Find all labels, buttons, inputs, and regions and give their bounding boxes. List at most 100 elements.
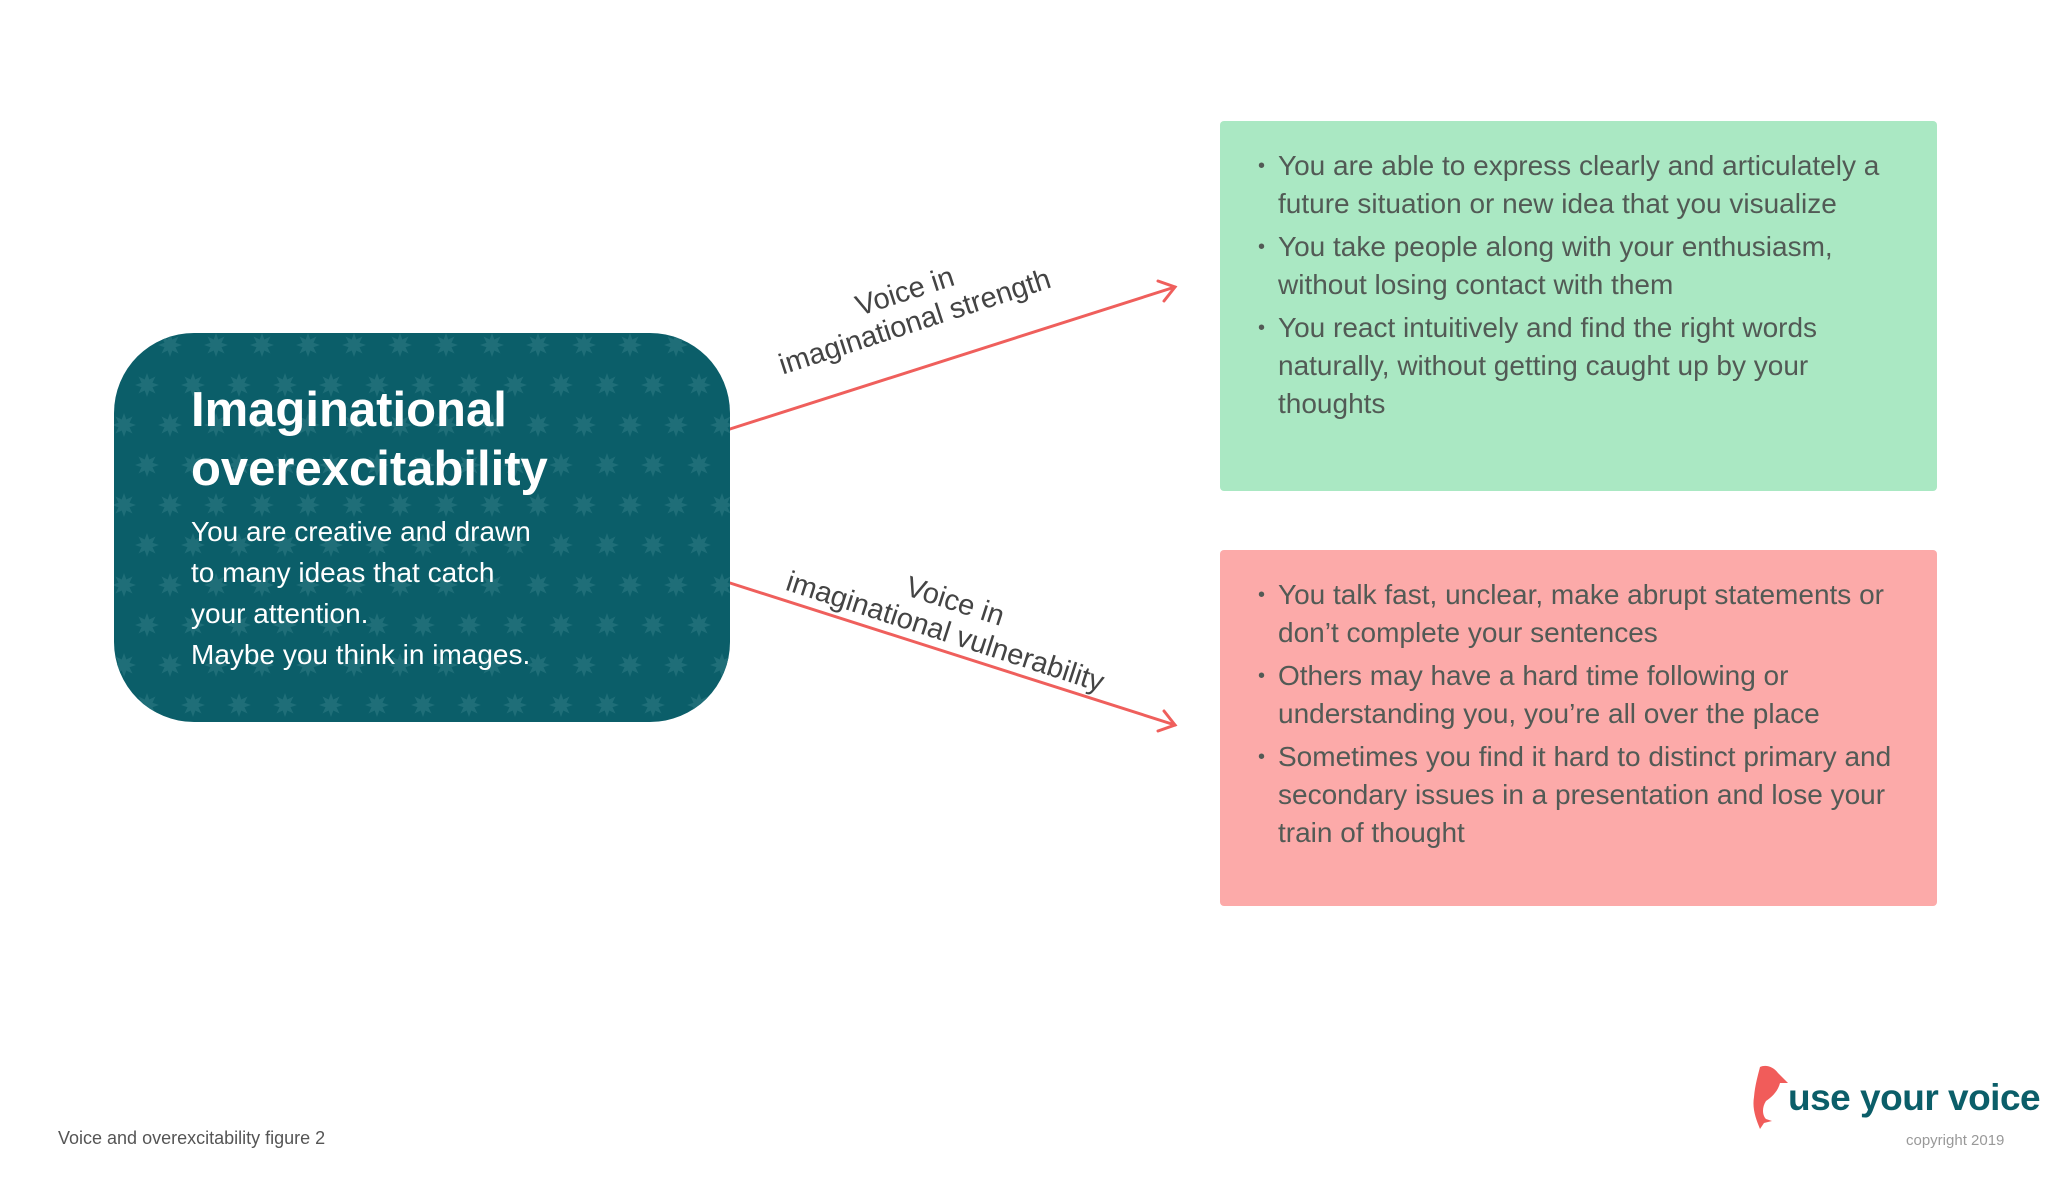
star-shape <box>342 573 366 597</box>
star-shape <box>641 533 665 557</box>
star-shape <box>319 453 343 477</box>
point-text: Others may have a hard time following or… <box>1278 660 1820 729</box>
star-shape <box>457 453 481 477</box>
description-line: You are creative and drawn <box>191 516 531 547</box>
dolphin-icon <box>1753 1065 1788 1129</box>
use-your-voice-logo: use your voice <box>1752 1063 2041 1133</box>
star-shape <box>365 533 389 557</box>
star-shape <box>388 333 412 357</box>
bullet-icon: • <box>1258 236 1266 258</box>
star-shape <box>687 613 711 637</box>
star-shape <box>114 333 136 357</box>
star-shape <box>480 653 504 677</box>
star-shape <box>227 613 251 637</box>
star-shape <box>135 693 159 717</box>
strength-point: •You take people along with your enthusi… <box>1258 228 1907 304</box>
star-shape <box>365 453 389 477</box>
main-description: You are creative and drawn to many ideas… <box>191 511 548 675</box>
strength-arrow <box>728 285 1177 431</box>
star-shape <box>114 493 136 517</box>
star-shape <box>549 693 573 717</box>
star-shape <box>595 613 619 637</box>
star-shape <box>388 573 412 597</box>
strength-card: •You are able to express clearly and art… <box>1220 121 1937 491</box>
star-shape <box>549 373 573 397</box>
star-shape <box>526 333 550 357</box>
vulnerability-point: •You talk fast, unclear, make abrupt sta… <box>1258 576 1907 652</box>
star-pattern <box>114 333 730 717</box>
star-shape <box>158 333 182 357</box>
vulnerability-point: • Others may have a hard time following o… <box>1258 657 1907 733</box>
star-shape <box>181 453 205 477</box>
star-shape <box>480 573 504 597</box>
point-text: You talk fast, unclear, make abrupt stat… <box>1278 579 1884 648</box>
star-shape <box>227 533 251 557</box>
star-shape <box>457 373 481 397</box>
star-shape <box>618 493 642 517</box>
star-shape <box>158 573 182 597</box>
star-shape <box>181 533 205 557</box>
star-shape <box>572 413 596 437</box>
bullet-icon: • <box>1258 317 1266 339</box>
star-shape <box>296 493 320 517</box>
star-shape <box>641 693 665 717</box>
star-shape <box>687 373 711 397</box>
point-text: Sometimes you find it hard to distinct p… <box>1278 741 1892 848</box>
star-shape <box>158 413 182 437</box>
star-shape <box>687 533 711 557</box>
star-shape <box>480 493 504 517</box>
star-shape <box>227 453 251 477</box>
star-shape <box>273 533 297 557</box>
star-shape <box>618 413 642 437</box>
bullet-icon: • <box>1258 665 1266 687</box>
title-line: Imaginational <box>191 383 507 437</box>
star-shape <box>365 613 389 637</box>
star-shape <box>250 573 274 597</box>
star-shape <box>595 533 619 557</box>
star-shape <box>572 653 596 677</box>
bullet-icon: • <box>1258 746 1266 768</box>
star-shape <box>227 373 251 397</box>
star-shape <box>503 453 527 477</box>
star-shape <box>342 333 366 357</box>
vulnerability-card: • You talk fast, unclear, make abrupt sta… <box>1220 550 1937 906</box>
star-shape <box>114 653 136 677</box>
star-shape <box>135 373 159 397</box>
star-shape <box>457 533 481 557</box>
star-shape <box>434 573 458 597</box>
star-shape <box>503 533 527 557</box>
star-shape <box>480 333 504 357</box>
star-shape <box>204 413 228 437</box>
star-shape <box>434 333 458 357</box>
star-shape <box>549 453 573 477</box>
star-shape <box>204 493 228 517</box>
star-shape <box>710 573 730 597</box>
star-shape <box>204 333 228 357</box>
star-shape <box>572 333 596 357</box>
star-shape <box>664 493 688 517</box>
star-shape <box>526 573 550 597</box>
point-text: You react intuitively and find the right… <box>1278 312 1818 419</box>
star-shape <box>273 453 297 477</box>
star-shape <box>114 573 136 597</box>
star-shape <box>595 373 619 397</box>
star-shape <box>434 413 458 437</box>
star-shape <box>388 653 412 677</box>
star-shape <box>664 573 688 597</box>
description-line: to many ideas that catch <box>191 557 495 588</box>
title-line: overexcitability <box>191 442 548 496</box>
star-shape <box>480 413 504 437</box>
star-shape <box>595 693 619 717</box>
star-shape <box>319 693 343 717</box>
star-shape <box>388 493 412 517</box>
star-shape <box>618 333 642 357</box>
star-shape <box>503 373 527 397</box>
star-shape <box>342 493 366 517</box>
star-shape <box>250 493 274 517</box>
star-shape <box>687 453 711 477</box>
star-shape <box>319 533 343 557</box>
main-title: Imaginational overexcitability <box>191 381 548 499</box>
star-shape <box>319 613 343 637</box>
star-shape <box>411 453 435 477</box>
star-shape <box>434 653 458 677</box>
